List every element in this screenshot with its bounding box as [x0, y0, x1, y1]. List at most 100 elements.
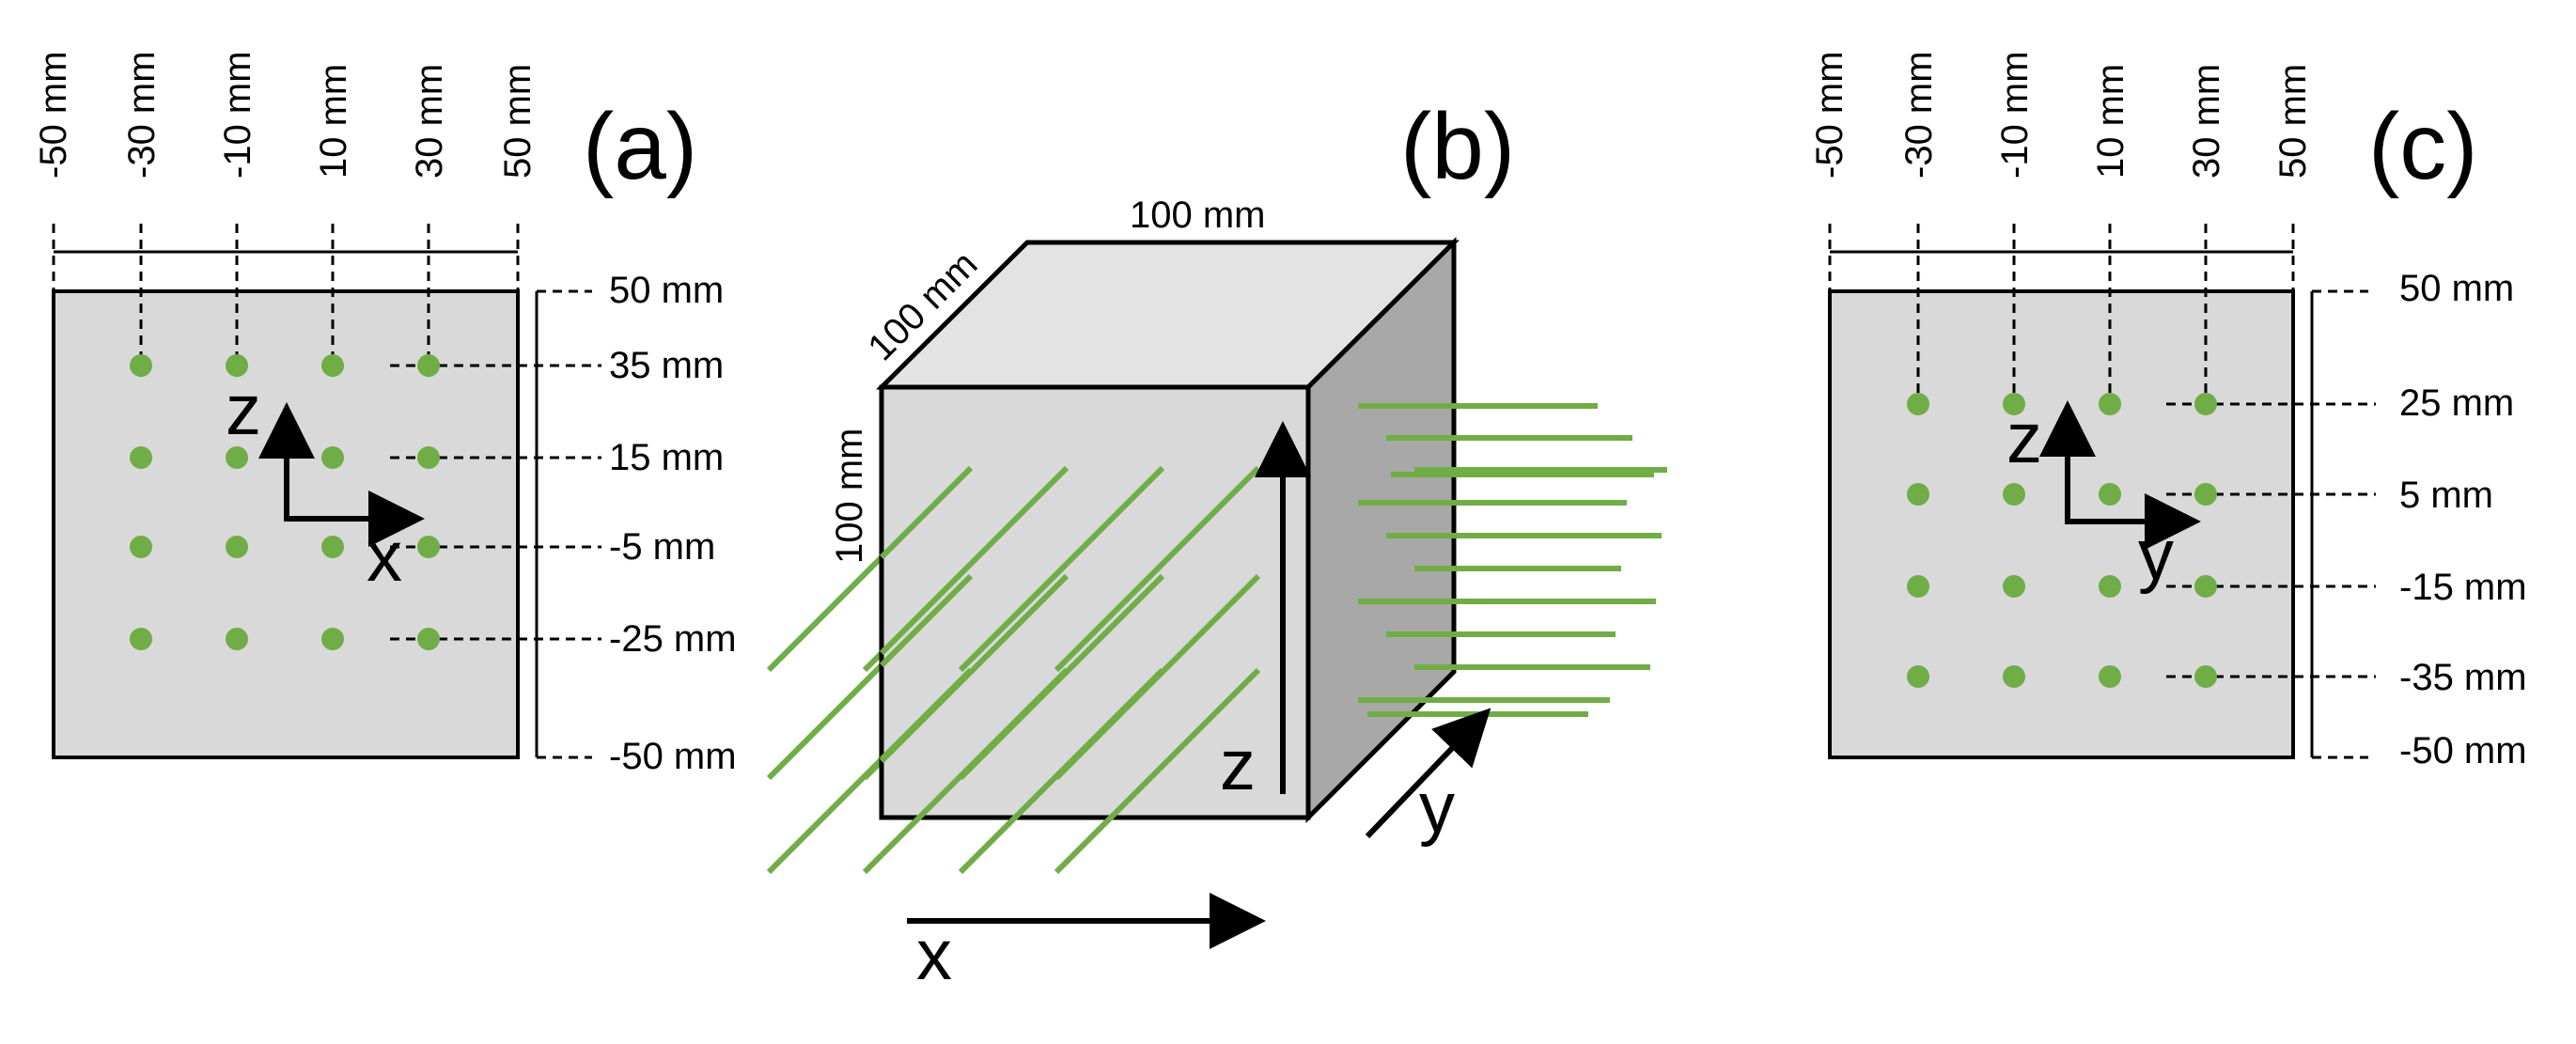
panel-a-dot: [130, 446, 152, 469]
panel-c-dot: [2003, 665, 2025, 688]
panel-c-dot: [2194, 393, 2217, 415]
panel-c-right-tick: -50 mm: [2399, 730, 2527, 771]
panel-c-dot: [2003, 575, 2025, 598]
panel-a-right-tick: -5 mm: [609, 526, 715, 568]
panel-a-dot: [130, 536, 152, 558]
panel-a-dot: [417, 446, 440, 469]
panel-b-fiber: [1054, 573, 1261, 781]
panel-c-dot: [2003, 483, 2025, 506]
panel-c-dot: [2099, 393, 2121, 415]
panel-a-right-tick: 50 mm: [609, 270, 724, 311]
panel-b-axis-x-label: x: [916, 915, 952, 995]
panel-a-dot: [321, 628, 344, 650]
panel-c-dot: [2099, 665, 2121, 688]
panel-b-cube-front-face: [879, 384, 1311, 820]
panel-c-dots: [1907, 393, 2217, 688]
panel-c-axes: [2039, 400, 2201, 550]
panel-a-top-tick: -30 mm: [121, 51, 163, 179]
panel-a-top-tick: 50 mm: [497, 64, 539, 179]
panel-a-dots: [130, 354, 440, 650]
panel-c-top-tick: -50 mm: [1809, 51, 1850, 179]
panel-c-top-tick: 10 mm: [2090, 64, 2131, 179]
panel-b-fiber: [879, 465, 1069, 656]
panel-b-fiber: [766, 662, 884, 781]
panel-c-right-tick: 25 mm: [2399, 382, 2514, 424]
panel-c-dot: [2099, 575, 2121, 598]
panel-a-dot: [226, 446, 248, 469]
panel-a-label: (a): [583, 94, 697, 199]
panel-b-axis-z-label: z: [1220, 725, 1256, 805]
panel-b-fiber: [766, 554, 884, 673]
panel-a-dot: [130, 628, 152, 650]
panel-c-label: (c): [2368, 94, 2478, 199]
panel-a-dot: [226, 536, 248, 558]
panel-a-top-tick: -10 mm: [217, 51, 258, 179]
panel-c: z y -50 mm -30 mm -10 mm 10 mm 30 mm 50 …: [1809, 51, 2527, 771]
panel-b-fiber: [1054, 465, 1261, 673]
panel-b-fiber: [879, 573, 974, 668]
panel-a-dot: [226, 628, 248, 650]
panel-b-fiber: [958, 465, 1165, 673]
panel-a-dot: [417, 536, 440, 558]
panel-b-dim-side: 100 mm: [829, 429, 870, 565]
panel-b-fibers-side: [1358, 403, 1667, 717]
panel-a-axis-horizontal-label: x: [367, 517, 402, 597]
panel-c-dot: [2194, 575, 2217, 598]
panel-b-fibers-front: [766, 554, 884, 875]
panel-c-dot: [1907, 575, 1929, 598]
panel-c-square: [1828, 289, 2295, 759]
panel-c-right-tick: -15 mm: [2399, 567, 2527, 608]
panel-c-dot: [2099, 483, 2121, 506]
panel-a-right-tick: 15 mm: [609, 437, 724, 478]
panel-c-dot: [2194, 665, 2217, 688]
panel-b-axis-y-arrow: [1365, 708, 1491, 839]
panel-b-dim-top: 100 mm: [1130, 195, 1266, 236]
panel-b-fiber: [1054, 667, 1261, 875]
panel-c-top-ticks: -50 mm -30 mm -10 mm 10 mm 30 mm 50 mm: [1809, 51, 2314, 179]
panel-c-right-tick: 5 mm: [2399, 475, 2493, 516]
panel-a-dot: [417, 628, 440, 650]
panel-b-fiber: [879, 573, 1069, 764]
panel-c-top-tick: 30 mm: [2186, 64, 2227, 179]
panel-c-dim-lines: [1828, 224, 2376, 759]
panel-a-right-tick: -50 mm: [609, 736, 737, 777]
panel-b-axis-y-label: y: [1419, 768, 1455, 848]
panel-c-dot: [1907, 665, 1929, 688]
panel-b-fiber: [958, 573, 1165, 781]
panel-b-fiber: [879, 465, 974, 560]
panel-c-right-ticks: 50 mm 25 mm 5 mm -15 mm -35 mm -50 mm: [2399, 268, 2527, 771]
panel-a-dot: [417, 354, 440, 377]
panel-a-top-tick: 10 mm: [313, 64, 354, 179]
panel-c-dot: [2194, 483, 2217, 506]
panel-a-axis-vertical-label: z: [226, 370, 261, 450]
panel-a-dot: [226, 354, 248, 377]
panel-c-right-tick: 50 mm: [2399, 268, 2514, 309]
panel-b-fiber: [862, 852, 884, 875]
panel-c-axis-vertical-label: z: [2006, 398, 2042, 478]
panel-a-top-tick: 30 mm: [409, 64, 450, 179]
panel-b-fiber: [862, 758, 884, 781]
panel-c-dot: [1907, 393, 1929, 415]
panel-b-fiber: [862, 650, 884, 673]
panel-a-dot: [321, 354, 344, 377]
panel-c-top-tick: -10 mm: [1994, 51, 2036, 179]
panel-a-dot: [321, 446, 344, 469]
panel-c-axis-horizontal-label: y: [2138, 515, 2174, 595]
panel-a-top-tick: -50 mm: [33, 51, 74, 179]
panel-c-top-tick: 50 mm: [2272, 64, 2314, 179]
panel-a-right-ticks: 50 mm 35 mm 15 mm -5 mm -25 mm -50 mm: [609, 270, 737, 777]
panel-c-dot: [1907, 483, 1929, 506]
panel-c-dot: [2003, 393, 2025, 415]
panel-a: z x -50 mm -30 mm -10 mm 10 mm 30 mm 50 …: [33, 51, 737, 777]
panel-b: z x y 100 mm 100 mm 100 mm (b): [766, 94, 1667, 995]
panel-c-right-tick: -35 mm: [2399, 657, 2527, 698]
panel-a-dot: [130, 354, 152, 377]
panel-b-fibers-inside: [879, 465, 1261, 875]
panel-a-axes: [258, 402, 425, 547]
panel-b-fiber: [766, 756, 884, 875]
panel-a-right-tick: -25 mm: [609, 618, 737, 660]
panel-a-right-tick: 35 mm: [609, 345, 724, 386]
panel-a-top-ticks: -50 mm -30 mm -10 mm 10 mm 30 mm 50 mm: [33, 51, 539, 179]
panel-b-axes: [907, 421, 1491, 949]
